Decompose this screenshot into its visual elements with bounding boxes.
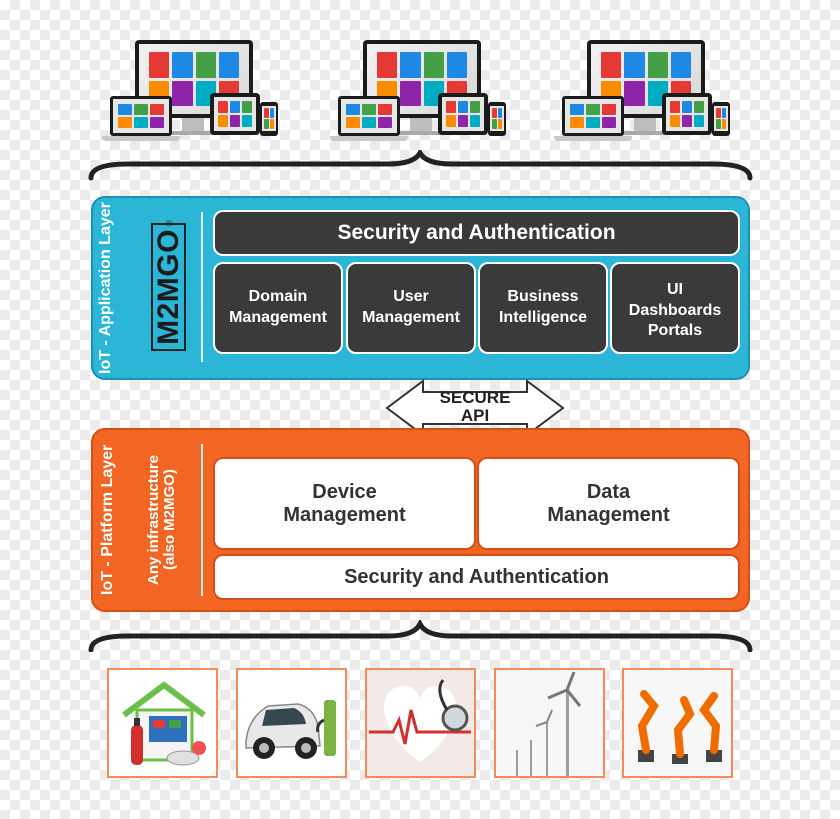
module-device-management: Device Management	[213, 457, 476, 550]
platform-layer-sublabel: Any infrastructure (also M2MGO)	[145, 454, 178, 586]
smart-home-icon	[107, 668, 218, 778]
module-label: UI Dashboards Portals	[628, 280, 722, 340]
app-security-label: Security and Authentication	[337, 221, 616, 244]
application-divider	[201, 212, 203, 362]
wind-turbine-icon	[494, 668, 605, 778]
secure-api-arrow-icon	[385, 379, 565, 437]
module-business-intelligence: Business Intelligence	[478, 262, 608, 354]
top-brace-icon	[88, 150, 753, 181]
electric-car-icon	[236, 668, 347, 778]
module-label: Business Intelligence	[498, 288, 588, 326]
logo-text: M2MGO	[151, 229, 185, 345]
app-security-box: Security and Authentication	[213, 210, 740, 256]
tablet-icon	[662, 93, 712, 135]
industrial-robot-icon	[622, 668, 733, 778]
laptop-icon	[338, 96, 400, 136]
application-layer-label: IoT - Application Layer	[97, 202, 114, 374]
module-domain-management: Domain Management	[213, 262, 343, 354]
platform-security-label: Security and Authentication	[344, 565, 609, 588]
device-group-3	[554, 38, 737, 148]
module-ui-dashboards: UI Dashboards Portals	[610, 262, 740, 354]
platform-divider	[201, 444, 203, 596]
phone-icon	[712, 102, 730, 136]
m2mgo-logo: M2MGO	[151, 223, 186, 351]
health-monitoring-icon	[365, 668, 476, 778]
tablet-icon	[210, 93, 260, 135]
module-label: Device Management	[283, 480, 406, 526]
phone-icon	[260, 102, 278, 136]
module-label: Data Management	[547, 480, 670, 526]
tablet-icon	[438, 93, 488, 135]
secure-api-label: SECURE API	[439, 388, 511, 425]
module-label: Domain Management	[229, 288, 327, 326]
registered-mark: ®	[164, 219, 175, 227]
device-group-2	[330, 38, 513, 148]
bottom-brace-icon	[88, 620, 753, 652]
module-label: User Management	[362, 288, 460, 326]
laptop-icon	[110, 96, 172, 136]
module-user-management: User Management	[346, 262, 476, 354]
platform-layer-label: IoT - Platform Layer	[99, 444, 116, 596]
laptop-icon	[562, 96, 624, 136]
device-group-1	[102, 38, 285, 148]
module-data-management: Data Management	[477, 457, 740, 550]
platform-security-box: Security and Authentication	[213, 554, 740, 600]
phone-icon	[488, 102, 506, 136]
